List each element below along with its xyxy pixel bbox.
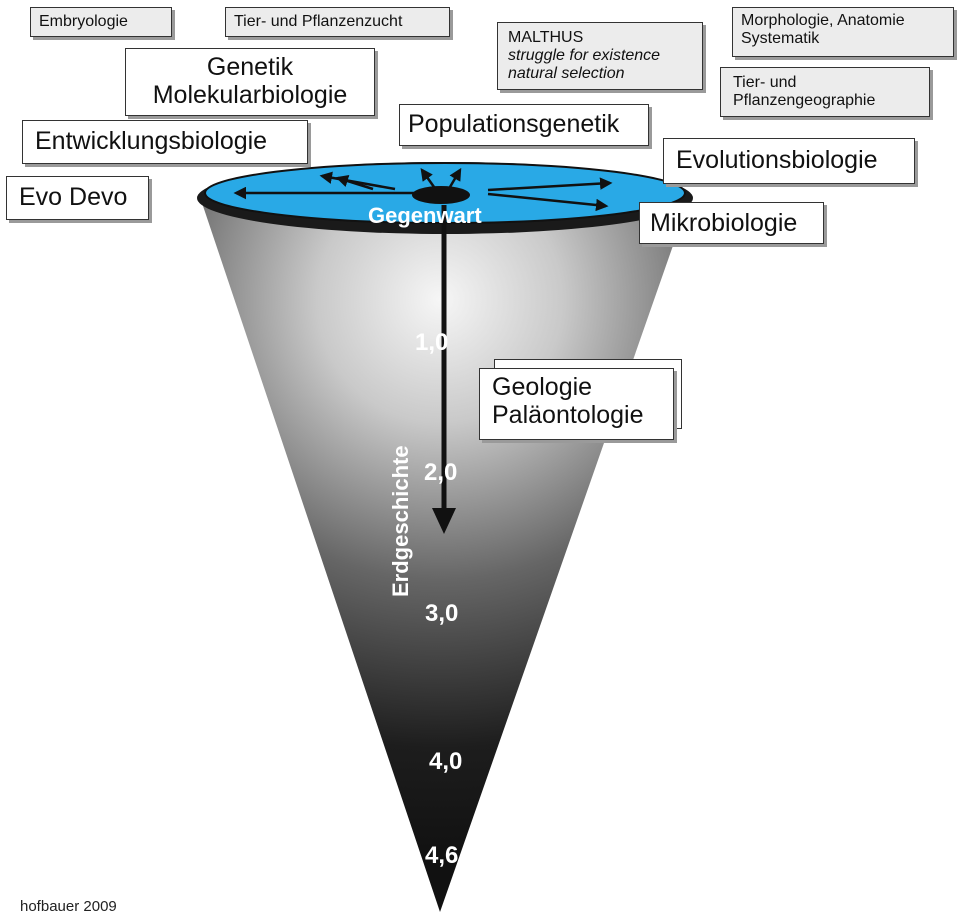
label-tier-pflanzenzucht: Tier- und Pflanzenzucht <box>225 7 450 37</box>
label-mikrobiologie: Mikrobiologie <box>639 202 824 244</box>
label-malthus: MALTHUS struggle for existence natural s… <box>497 22 703 90</box>
label-geologie-palaeontologie: Geologie Paläontologie <box>479 368 674 440</box>
present-label: Gegenwart <box>368 203 482 228</box>
label-genetik-molekularbiologie: Genetik Molekularbiologie <box>125 48 375 116</box>
time-axis-arrowhead <box>432 508 456 534</box>
label-tier-pflanzengeographie: Tier- und Pflanzengeographie <box>720 67 930 117</box>
earth-history-text: Erdgeschichte <box>388 445 413 597</box>
disc-center-hub <box>412 186 470 204</box>
label-populationsgenetik: Populationsgenetik <box>399 104 649 146</box>
time-mark-4-0: 4,0 <box>429 748 463 775</box>
diversification-arrows <box>233 167 613 212</box>
label-entwicklungsbiologie: Entwicklungsbiologie <box>22 120 308 164</box>
label-evolutionsbiologie: Evolutionsbiologie <box>663 138 915 184</box>
time-mark-2-0: 2,0 <box>424 459 458 486</box>
label-morphologie: Morphologie, Anatomie Systematik <box>732 7 954 57</box>
time-mark-1-0: 1,0 <box>415 329 449 356</box>
time-mark-4-6: 4,6 <box>425 842 459 869</box>
time-mark-3-0: 3,0 <box>425 600 459 627</box>
label-evo-devo: Evo Devo <box>6 176 149 220</box>
author-credit: hofbauer 2009 <box>20 898 117 915</box>
label-embryologie: Embryologie <box>30 7 172 37</box>
